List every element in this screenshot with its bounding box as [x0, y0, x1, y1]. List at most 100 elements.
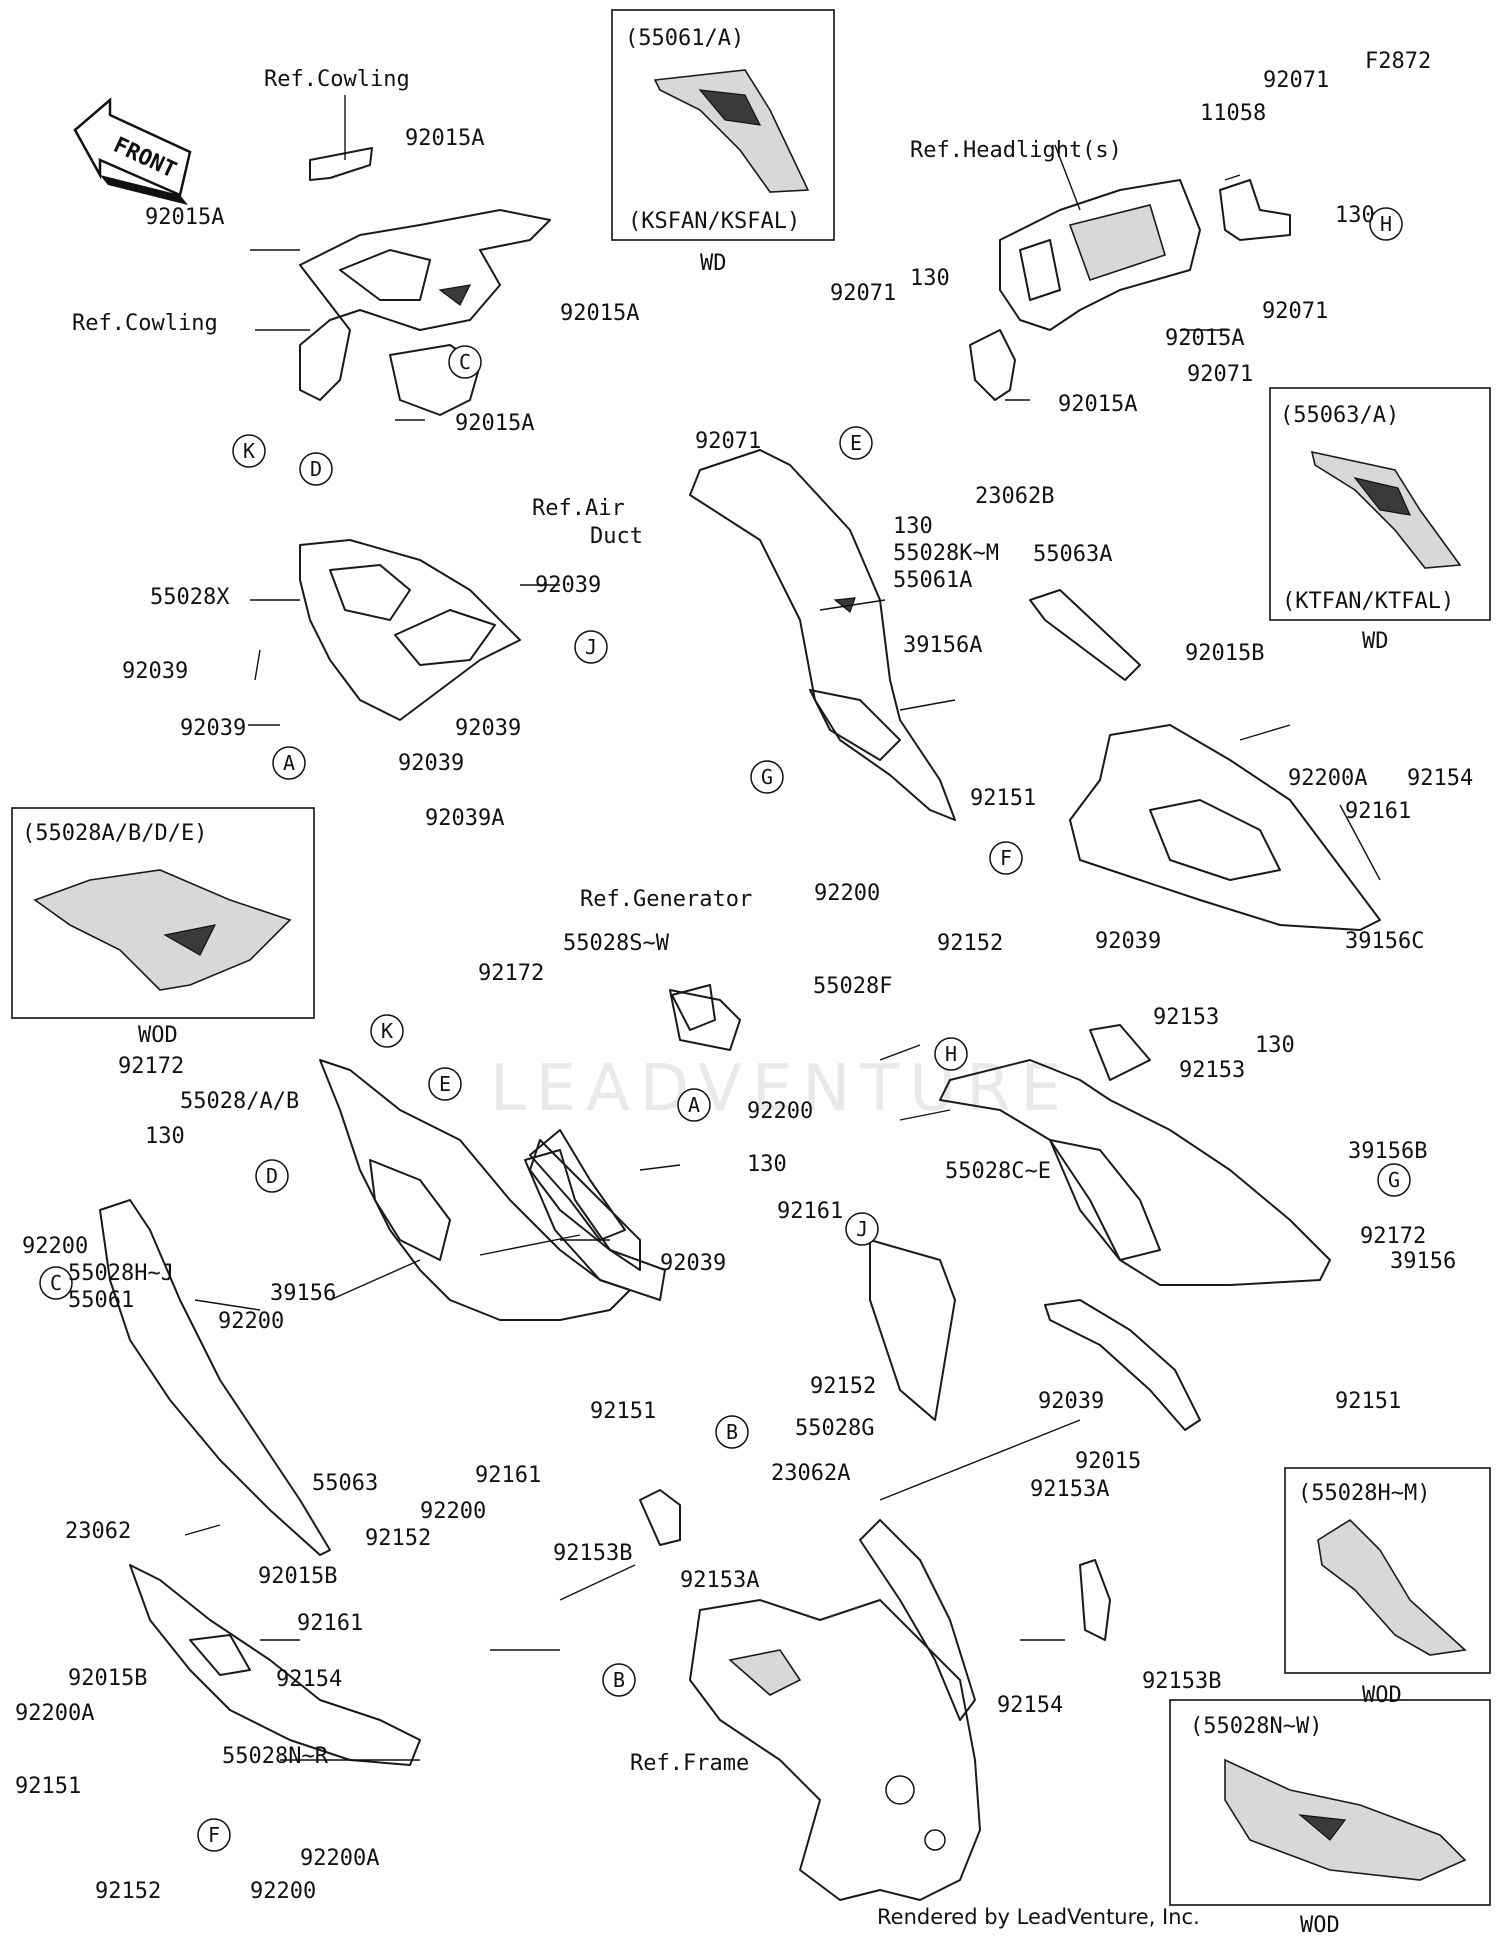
- svg-text:A: A: [688, 1093, 700, 1117]
- svg-text:B: B: [726, 1420, 738, 1444]
- part-label: 55028/A/B: [180, 1089, 299, 1114]
- part-label: 92200: [747, 1099, 813, 1124]
- part-label: 92151: [1335, 1389, 1401, 1414]
- part-label: 92152: [937, 931, 1003, 956]
- part-label: 92015A: [455, 411, 534, 436]
- part-label: 92153B: [1142, 1669, 1221, 1694]
- svg-text:D: D: [310, 457, 322, 481]
- part-label: 55028G: [795, 1416, 874, 1441]
- diagram-code: F2872: [1365, 49, 1431, 74]
- part-label: 92200: [814, 881, 880, 906]
- inset-55028nw-tag: WOD: [1300, 1913, 1340, 1938]
- part-label: 92071: [1262, 299, 1328, 324]
- part-label: 92039: [455, 716, 521, 741]
- inset-box-55028hm: (55028H~M) WOD: [1284, 1467, 1491, 1708]
- headlight-assembly: [969, 179, 1291, 401]
- part-label: 92015B: [258, 1564, 337, 1589]
- svg-text:D: D: [266, 1164, 278, 1188]
- svg-text:H: H: [1380, 212, 1392, 236]
- right-middle-cowl: [869, 1024, 1331, 1421]
- part-label: 39156B: [1348, 1139, 1427, 1164]
- part-label: 92015A: [1165, 326, 1244, 351]
- leader-lines: [184, 95, 1381, 1761]
- callout-j-1: J: [574, 630, 608, 664]
- part-label: 92015B: [68, 1666, 147, 1691]
- part-label: 55028N~R: [222, 1744, 329, 1769]
- part-label: 92161: [297, 1611, 363, 1636]
- callout-b-2: B: [602, 1663, 636, 1697]
- part-label: 92172: [118, 1054, 184, 1079]
- part-label: 130: [893, 514, 933, 539]
- svg-text:H: H: [945, 1042, 957, 1066]
- part-label: 92154: [276, 1667, 342, 1692]
- part-label: 92154: [997, 1693, 1063, 1718]
- inset-55028hm-title: (55028H~M): [1298, 1481, 1430, 1506]
- part-label: 92154: [1407, 766, 1473, 791]
- callout-f-2: F: [197, 1818, 231, 1852]
- inset-55063-sub: (KTFAN/KTFAL): [1282, 589, 1454, 614]
- inset-55028hm-tag: WOD: [1362, 1683, 1402, 1708]
- frame-assembly: [689, 1519, 981, 1901]
- callout-g-1: G: [750, 760, 784, 794]
- inset-55028abde-title: (55028A/B/D/E): [22, 821, 207, 846]
- part-label: 92200A: [15, 1701, 94, 1726]
- inset-55061-title: (55061/A): [625, 26, 744, 51]
- part-label: 92015A: [405, 126, 484, 151]
- part-label: 39156A: [903, 633, 982, 658]
- svg-text:E: E: [850, 431, 862, 455]
- part-label: 92152: [95, 1879, 161, 1904]
- svg-text:C: C: [50, 1271, 62, 1295]
- part-label: 92071: [1187, 362, 1253, 387]
- part-label: 92153: [1179, 1058, 1245, 1083]
- svg-text:F: F: [208, 1823, 220, 1847]
- callout-k-2: K: [370, 1014, 404, 1048]
- inset-box-55028nw: (55028N~W) WOD: [1169, 1699, 1491, 1938]
- front-arrow-icon: FRONT: [73, 97, 192, 205]
- inset-55028abde-tag: WOD: [138, 1023, 178, 1048]
- part-label: 55028K~M: [893, 541, 999, 566]
- svg-text:F: F: [1000, 846, 1012, 870]
- part-label: 92153: [1153, 1005, 1219, 1030]
- part-label: 55063: [312, 1471, 378, 1496]
- callout-j-2: J: [845, 1212, 879, 1246]
- part-label: 130: [145, 1124, 185, 1149]
- part-label: 39156: [270, 1281, 336, 1306]
- inset-55028nw-title: (55028N~W): [1190, 1714, 1322, 1739]
- part-label: 92200: [420, 1499, 486, 1524]
- part-label: 92151: [970, 786, 1036, 811]
- callout-g-2: G: [1377, 1163, 1411, 1197]
- part-label: 92172: [478, 961, 544, 986]
- part-label: 55061: [68, 1288, 134, 1313]
- part-label: 92172: [1360, 1224, 1426, 1249]
- part-label: 92015A: [145, 205, 224, 230]
- part-label: 55061A: [893, 568, 972, 593]
- ref-generator: Ref.Generator: [580, 887, 752, 912]
- part-label: 92161: [777, 1199, 843, 1224]
- svg-text:G: G: [761, 765, 773, 789]
- footer-credit: Rendered by LeadVenture, Inc.: [877, 1905, 1200, 1929]
- part-label: 39156C: [1345, 929, 1424, 954]
- part-label: 92200: [218, 1309, 284, 1334]
- part-label: 92153B: [553, 1541, 632, 1566]
- svg-text:E: E: [439, 1072, 451, 1096]
- svg-text:B: B: [613, 1668, 625, 1692]
- center-upper-cowl: [689, 449, 956, 821]
- part-label: 92153A: [1030, 1477, 1109, 1502]
- ref-cowling-left: Ref.Cowling: [72, 311, 218, 336]
- part-label: 92200: [22, 1234, 88, 1259]
- callout-a-2: A: [677, 1088, 711, 1122]
- inset-box-55061: (55061/A) (KSFAN/KSFAL) WD: [611, 9, 835, 276]
- part-label: 92151: [590, 1399, 656, 1424]
- part-label: 130: [910, 266, 950, 291]
- part-label: 92151: [15, 1774, 81, 1799]
- callout-d-2: D: [255, 1159, 289, 1193]
- part-label: 92039: [122, 659, 188, 684]
- part-label: 92200A: [300, 1846, 379, 1871]
- part-label: 55028S~W: [563, 931, 670, 956]
- inset-55061-sub: (KSFAN/KSFAL): [628, 209, 800, 234]
- part-label: 92152: [810, 1374, 876, 1399]
- part-label: 92039: [1038, 1389, 1104, 1414]
- svg-text:J: J: [856, 1217, 868, 1241]
- part-label: 55028H~J: [68, 1261, 174, 1286]
